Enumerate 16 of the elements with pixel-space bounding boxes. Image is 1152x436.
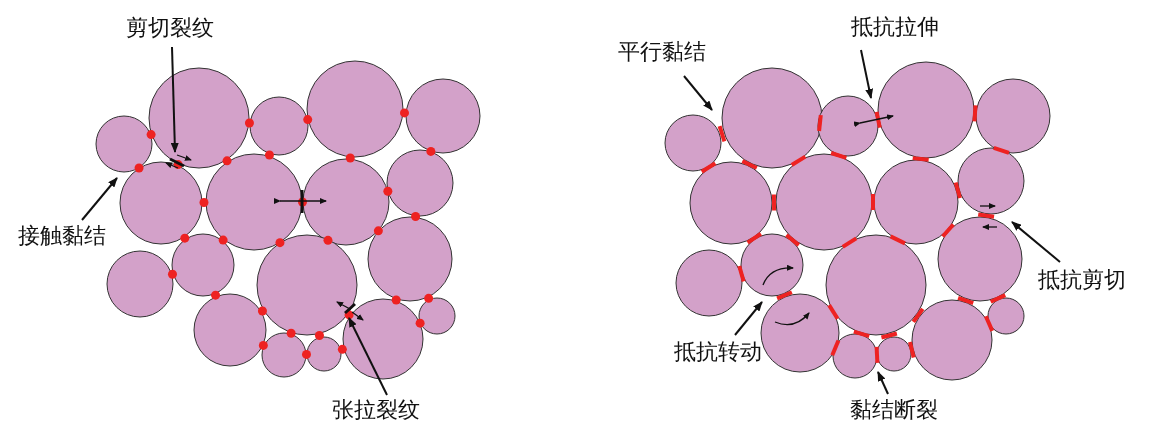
callout-label: 黏结断裂	[850, 397, 938, 423]
callout-label: 张拉裂纹	[332, 397, 420, 423]
callout-label: 抵抗剪切	[1038, 267, 1126, 293]
leader-arrow	[860, 49, 874, 99]
leader-arrow	[170, 46, 179, 153]
leader-arrow	[877, 371, 889, 395]
leader-arrow	[734, 301, 763, 336]
callout-label: 平行黏结	[618, 39, 706, 65]
leader-arrow	[348, 317, 388, 396]
leader-arrow	[683, 75, 713, 111]
callout-label: 抵抗转动	[674, 339, 762, 365]
callout-label: 剪切裂纹	[126, 15, 214, 41]
leader-arrow	[81, 177, 118, 221]
leader-arrow	[1011, 221, 1061, 263]
callout-label: 接触黏结	[18, 223, 106, 249]
callout-label: 抵抗拉伸	[851, 14, 939, 40]
